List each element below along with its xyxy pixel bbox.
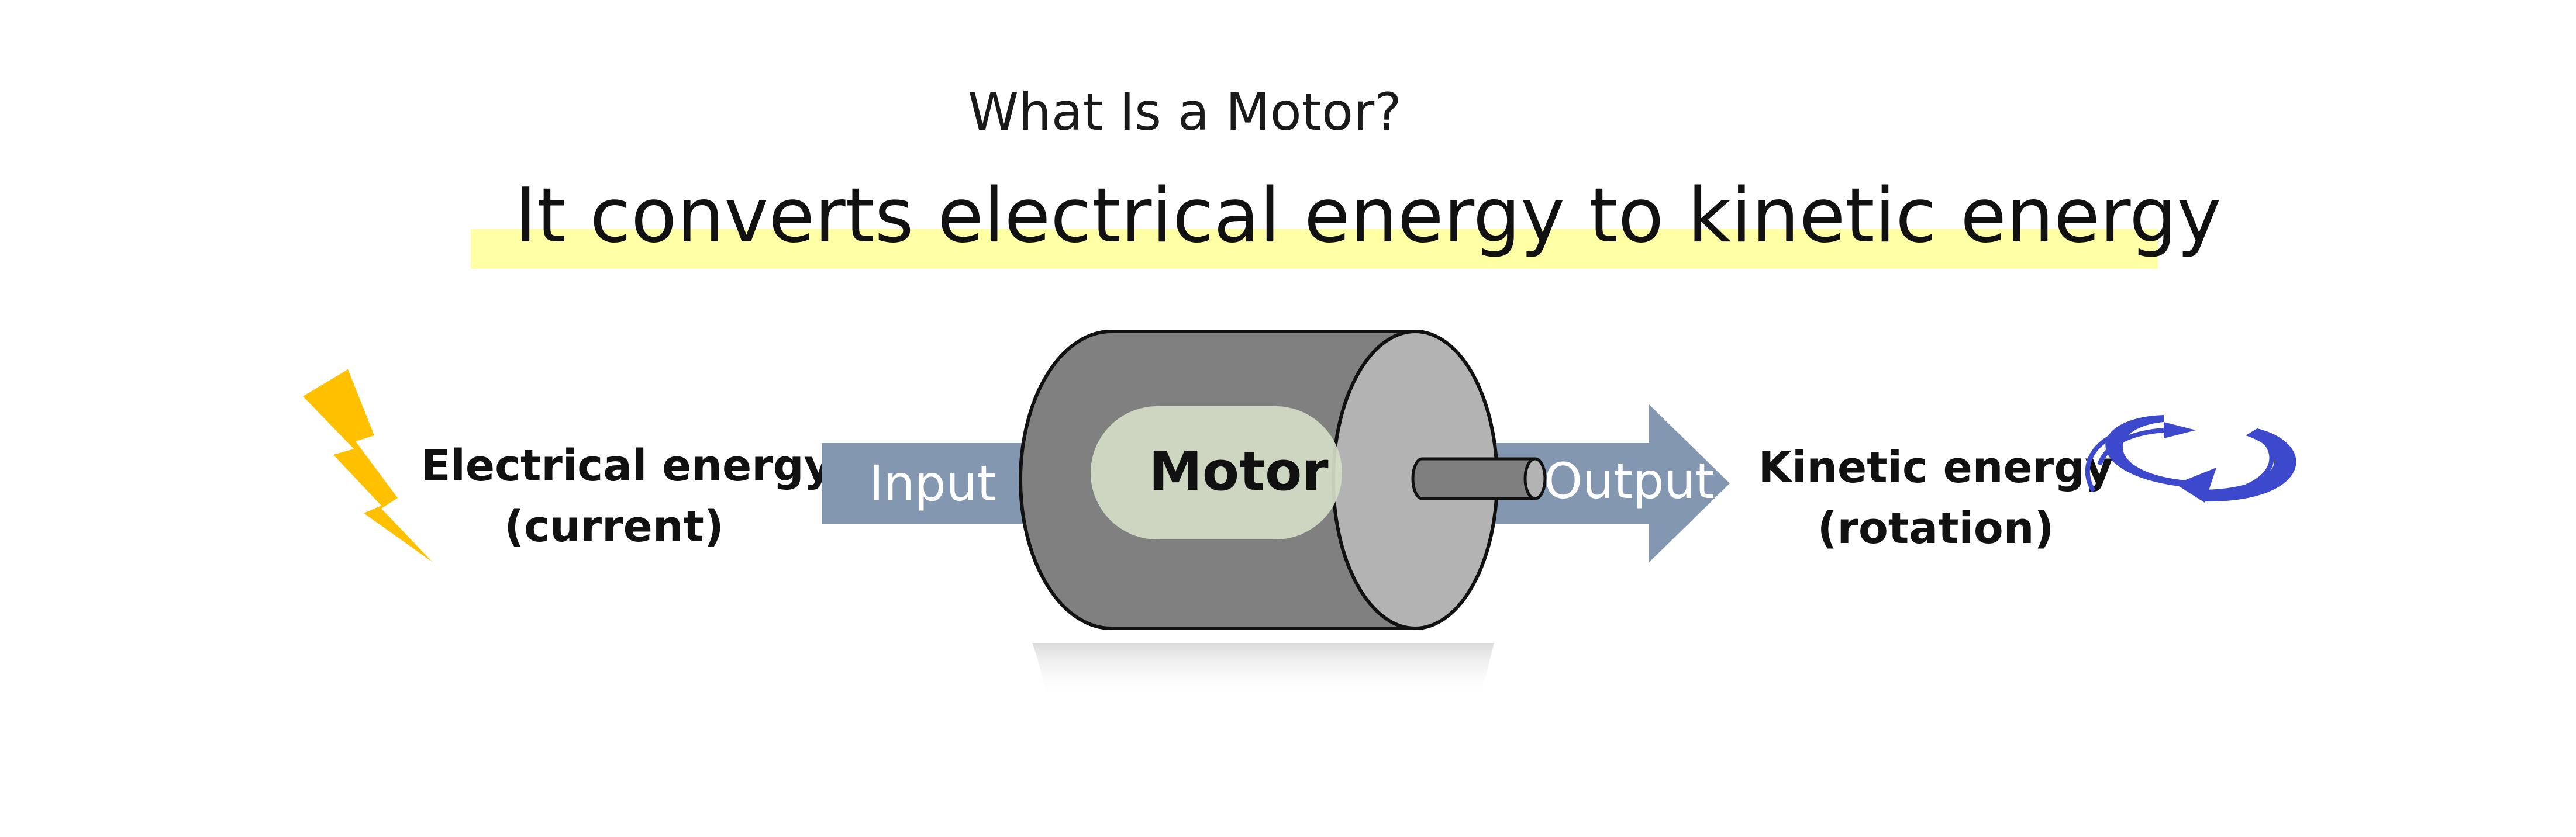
- output-arrow: [1485, 404, 1730, 562]
- motor-reflection: [1032, 643, 1494, 698]
- electrical-energy-subtitle: (current): [504, 501, 724, 552]
- headline: It converts electrical energy to kinetic…: [515, 172, 2222, 260]
- kinetic-energy-subtitle: (rotation): [1817, 503, 2054, 554]
- kinetic-energy-title: Kinetic energy: [1758, 442, 2113, 493]
- input-arrow-label: Input: [869, 455, 996, 512]
- page-title: What Is a Motor?: [968, 82, 1402, 142]
- motor-label-background: [1091, 406, 1342, 539]
- kinetic-energy-label: Kinetic energy (rotation): [1754, 437, 2117, 559]
- electrical-energy-title: Electrical energy: [421, 441, 832, 491]
- rotation-arrows-icon: [2085, 415, 2296, 503]
- motor-shaft: [1411, 457, 1547, 500]
- electrical-energy-label: Electrical energy (current): [421, 435, 832, 557]
- headline-highlight: [471, 229, 2158, 269]
- input-arrow: Input: [822, 443, 1038, 524]
- lightning-bolt-icon: [303, 369, 433, 562]
- output-arrow-label: Output: [1544, 452, 1715, 510]
- motor-label: Motor: [1149, 440, 1329, 503]
